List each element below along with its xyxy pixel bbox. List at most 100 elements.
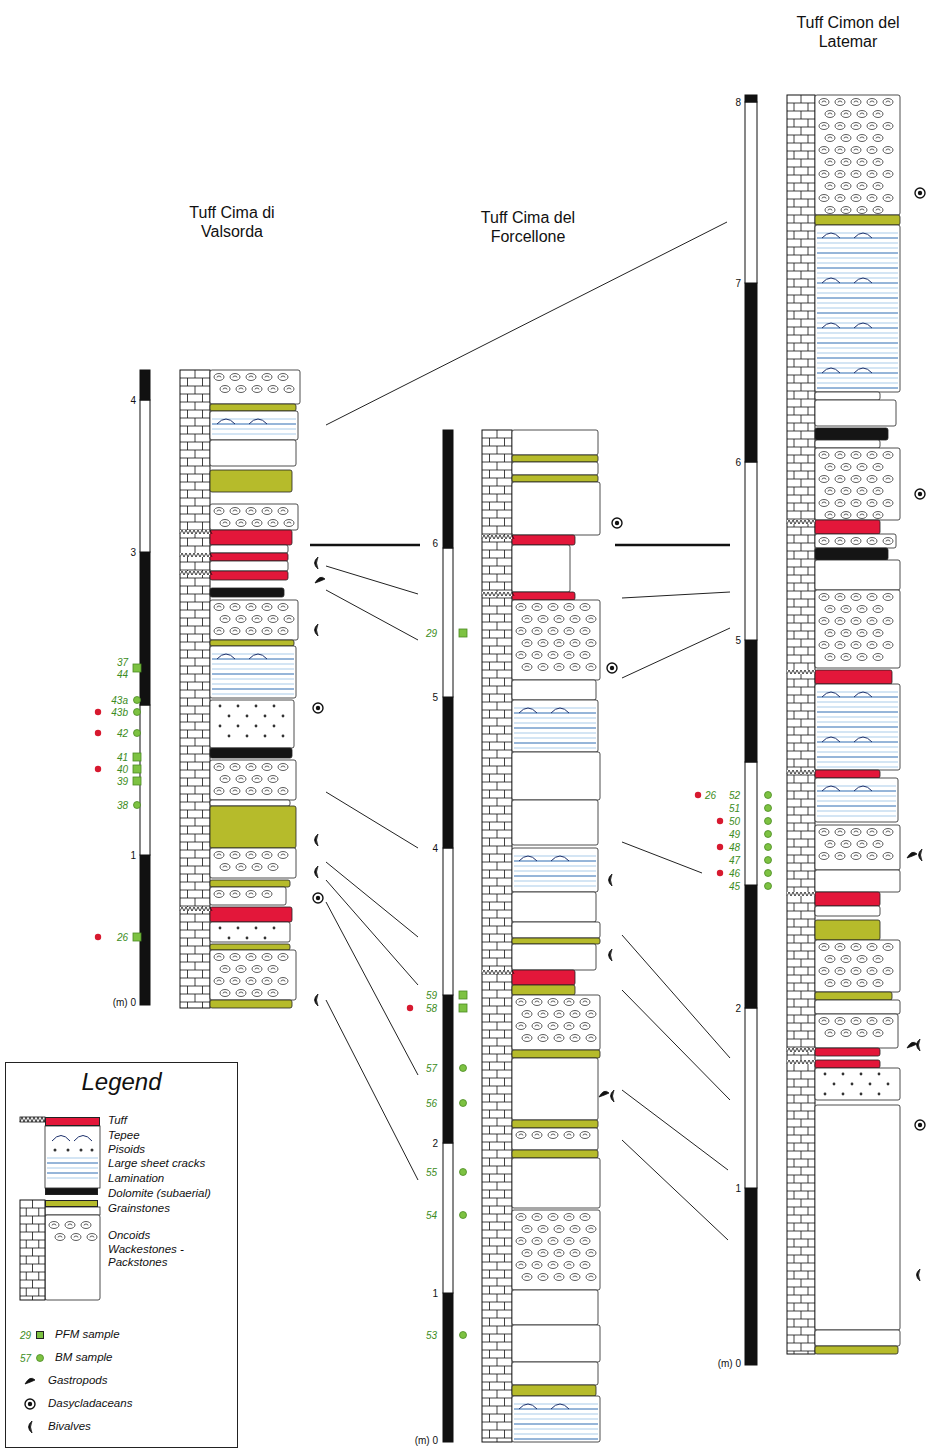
correlation-line [326, 566, 418, 594]
scale-segment [140, 705, 150, 855]
sample-number: 57 [20, 1353, 31, 1364]
pisoid-bed [815, 1068, 900, 1100]
correlation-line [622, 1140, 728, 1240]
tuff-mark [787, 1060, 815, 1064]
sheet-crack-lines [47, 1158, 98, 1178]
oncoid-bed [210, 950, 296, 1000]
oncoid-symbols [214, 852, 288, 871]
sheet-crack-lines [817, 697, 898, 757]
sample-number: 46 [729, 868, 740, 879]
tuff-mark [20, 1117, 48, 1122]
tuff-mark [787, 892, 815, 896]
oncoid-symbols [214, 954, 288, 997]
sheet-crack-bed [815, 225, 900, 392]
sample-number: 44 [117, 669, 128, 680]
datum-line [615, 544, 730, 547]
correlation-line [326, 590, 418, 640]
pisoid-dot [219, 725, 222, 728]
dolomite-bed [210, 640, 294, 646]
sample-number: 29 [426, 628, 437, 639]
pisoid-dot [255, 705, 258, 708]
bm-sample-marker [765, 857, 772, 864]
oncoid-symbols [214, 374, 294, 393]
scale-number: 4 [130, 395, 136, 406]
sheet-crack-lines [817, 238, 898, 388]
oncoid-symbols [516, 999, 596, 1042]
pisoid-dot [80, 1149, 83, 1152]
oncoid-symbols [214, 891, 272, 898]
bivalve-symbol [919, 849, 923, 861]
pisoid-dot [219, 705, 222, 708]
bm-sample-marker [134, 802, 141, 809]
dasycladacean-symbol [313, 703, 323, 713]
tuff-bed [210, 553, 288, 561]
dasycladacean-symbol [607, 663, 617, 673]
sample-number: 59 [426, 990, 437, 1001]
legend-label: BM sample [55, 1351, 113, 1364]
bm-sample-marker [765, 818, 772, 825]
wackestone-bed [512, 800, 598, 845]
sample-number: 26 [705, 790, 716, 801]
tuff-mark [482, 592, 514, 596]
tuff-bed [210, 530, 292, 545]
oncoid-symbols [819, 829, 893, 860]
pisoid-dot [219, 927, 222, 930]
pfm-sample-marker [133, 664, 141, 672]
brick-column [180, 370, 210, 1008]
sheet-crack-bed [815, 778, 898, 822]
sample-number: 56 [426, 1098, 437, 1109]
sheet-crack-lines [514, 708, 596, 748]
tepee-symbols [822, 233, 872, 373]
pfm-sample-marker [459, 991, 467, 999]
scale-number: 4 [432, 843, 438, 854]
sheet-crack-lines [514, 1409, 598, 1439]
tuff-mark [482, 535, 514, 539]
wackestone-bed [815, 400, 896, 426]
pfm-sample-marker [459, 1004, 467, 1012]
legend-swatch [45, 1117, 100, 1126]
legend-label: Tepee [108, 1129, 140, 1142]
bm-sample-marker [765, 831, 772, 838]
pisoid-dot [237, 705, 240, 708]
gastropod-symbol [907, 852, 917, 858]
correlation-line [326, 862, 418, 937]
correlation-line [622, 628, 730, 678]
wackestone-bed [512, 1058, 598, 1120]
scale-segment [745, 462, 757, 640]
tuff-bed [512, 535, 575, 545]
sheet-crack-lines [817, 786, 896, 816]
legend-label: Gastropods [48, 1374, 107, 1387]
sample-number: 53 [426, 1330, 437, 1341]
pisoid-dot [878, 1073, 881, 1076]
legend-label: Lamination [108, 1172, 164, 1185]
pisoid-symbols [824, 1073, 890, 1096]
wackestone-bed [210, 800, 290, 806]
pisoid-dot [273, 927, 276, 930]
bm-sample-marker [460, 1065, 467, 1072]
pisoid-dot [282, 735, 285, 738]
correlation-line [622, 842, 702, 873]
legend-swatch [45, 1200, 98, 1207]
pisoid-dot [273, 725, 276, 728]
pisoid-dot [246, 715, 249, 718]
tuff-mark [787, 892, 815, 896]
sheet-crack-lines [212, 659, 294, 689]
tepee-symbols [519, 1404, 569, 1409]
bm-sample-marker [765, 805, 772, 812]
pisoid-dot [860, 1093, 863, 1096]
pisoid-dot [255, 927, 258, 930]
scale-number: 6 [432, 538, 438, 549]
dolomite-bed [512, 475, 598, 482]
dasycladacean-symbol [313, 893, 323, 903]
pisoid-dot [842, 1093, 845, 1096]
pisoid-bed [210, 700, 294, 748]
oncoid-symbols [819, 944, 893, 987]
wackestone-bed [512, 892, 596, 922]
sample-number: 43b [111, 707, 128, 718]
dasycladacean-symbol [610, 666, 614, 670]
pisoid-dot [833, 1083, 836, 1086]
pisoid-dot [246, 735, 249, 738]
dolomite-bed [815, 992, 892, 1000]
bm-sample-marker [460, 1332, 467, 1339]
oncoid-bed [210, 848, 296, 878]
